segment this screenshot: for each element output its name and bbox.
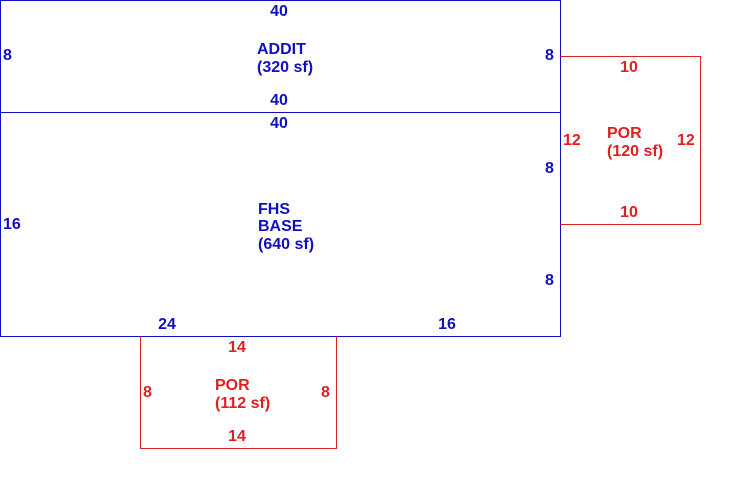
porch-right-name: POR [607,125,642,142]
base-dim-bottom-left: 24 [158,316,176,333]
porch-bottom-dim-right: 8 [321,384,330,401]
porch-right-outline [560,56,701,225]
porch-bottom-name: POR [215,377,250,394]
addit-dim-bottom: 40 [270,92,288,109]
porch-bottom-dim-top: 14 [228,339,246,356]
addit-name: ADDIT [257,41,306,58]
base-dim-right-lower: 8 [545,272,554,289]
addit-dim-left: 8 [3,47,12,64]
base-dim-bottom-right: 16 [438,316,456,333]
addit-dim-top: 40 [270,3,288,20]
porch-bottom-dim-left: 8 [143,384,152,401]
porch-right-area: (120 sf) [607,143,664,160]
porch-right-dim-bottom: 10 [620,204,638,221]
addit-dim-right: 8 [545,47,554,64]
porch-bottom-area: (112 sf) [215,395,271,412]
porch-bottom-outline [140,336,337,449]
porch-right-dim-right: 12 [677,132,695,149]
base-name-line2: BASE [258,218,303,235]
base-dim-left: 16 [3,216,21,233]
base-dim-top: 40 [270,115,288,132]
porch-right-dim-left: 12 [563,132,581,149]
base-area: (640 sf) [258,236,315,253]
base-dim-right-upper: 8 [545,160,554,177]
base-name-line1: FHS [258,201,290,218]
porch-bottom-dim-bottom: 14 [228,428,246,445]
porch-right-dim-top: 10 [620,59,638,76]
addit-area: (320 sf) [257,59,314,76]
